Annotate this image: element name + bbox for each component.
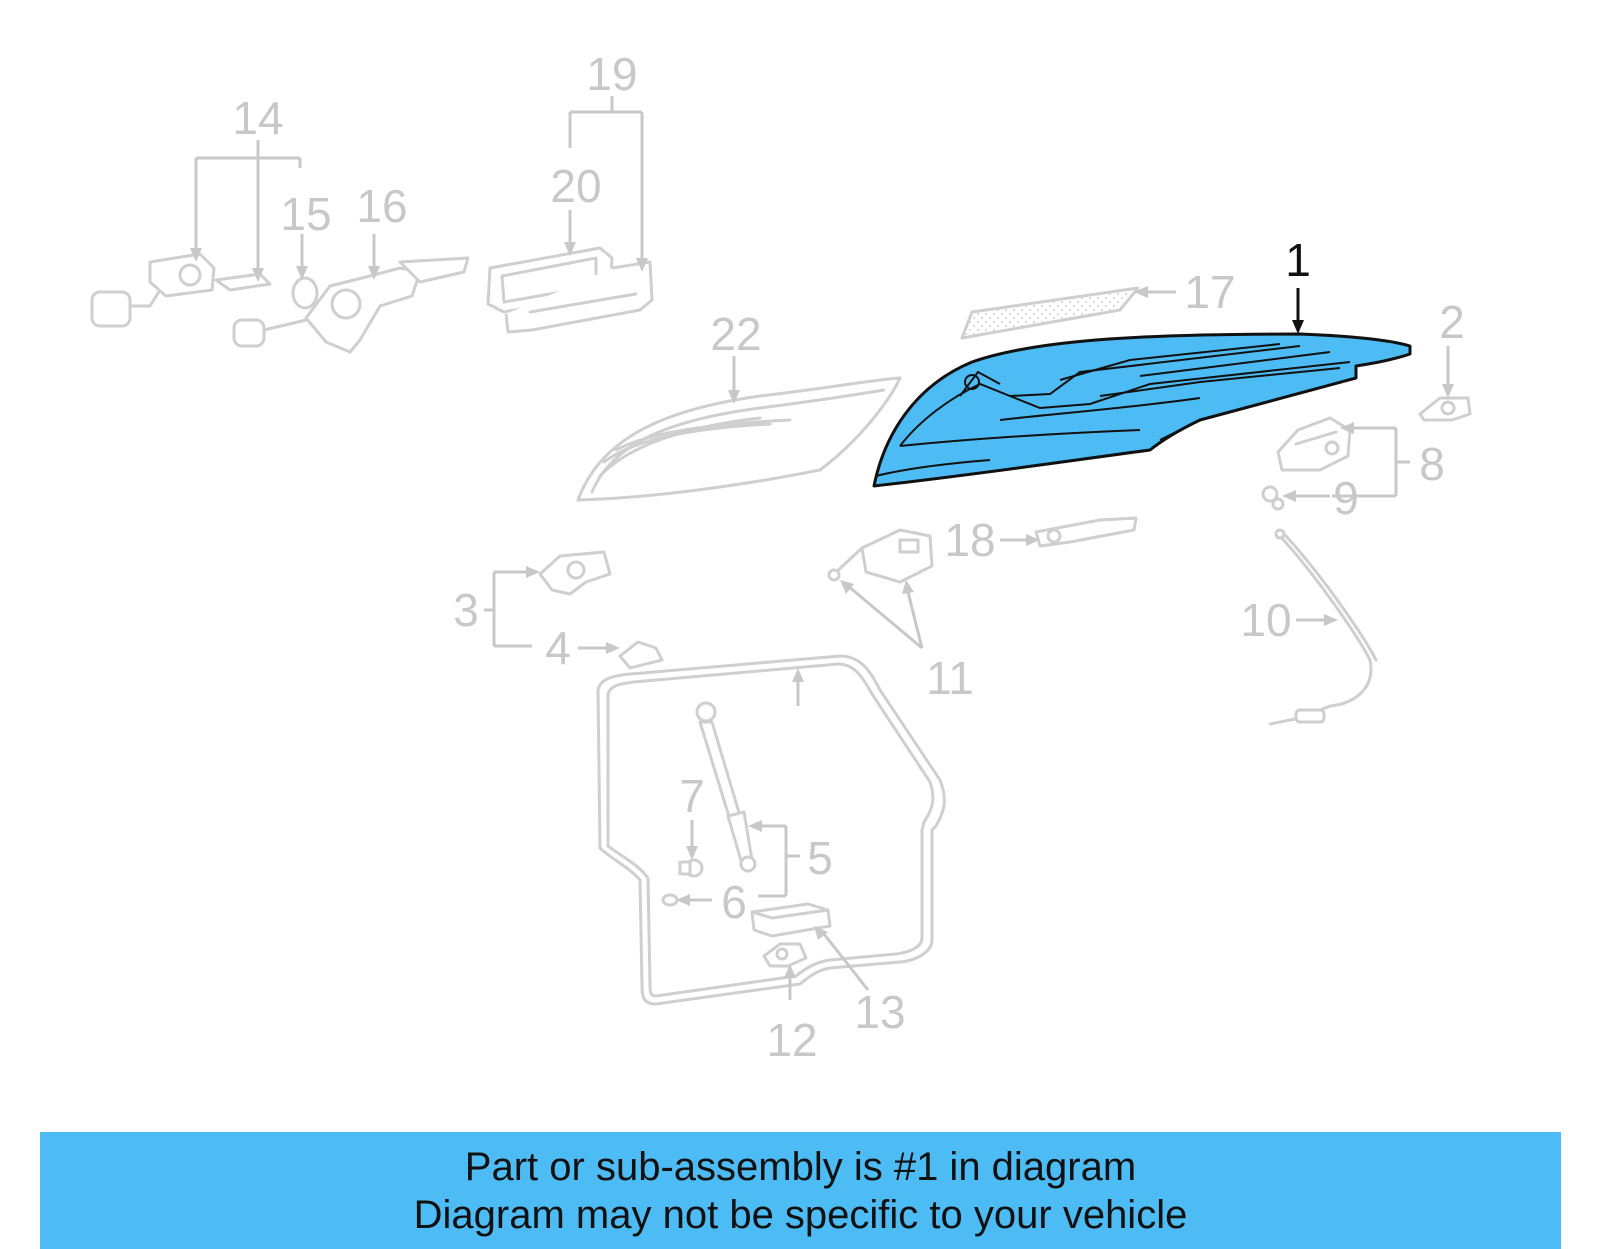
callout-13: 13: [854, 986, 905, 1038]
stop-part-2[interactable]: [1418, 396, 1472, 422]
callout-19: 19: [586, 48, 637, 100]
callout-2: 2: [1439, 296, 1465, 348]
actuator-part-11[interactable]: [827, 528, 934, 584]
callout-8: 8: [1419, 438, 1445, 490]
callout-14: 14: [232, 92, 283, 144]
callout-3: 3: [453, 584, 479, 636]
clip-part-6[interactable]: [661, 893, 679, 907]
callout-4: 4: [545, 622, 571, 674]
callout-7: 7: [679, 770, 705, 822]
hinge-part-3[interactable]: [538, 550, 612, 596]
cable-part-10[interactable]: [1268, 528, 1378, 726]
strut-part-5[interactable]: [695, 701, 757, 873]
callout-16: 16: [356, 180, 407, 232]
latch-housing-part-16[interactable]: [232, 256, 470, 354]
pad-part-17[interactable]: [960, 286, 1140, 340]
gasket-part-14[interactable]: [214, 272, 272, 292]
callout-6: 6: [721, 876, 747, 928]
banner-line-disclaimer: Diagram may not be specific to your vehi…: [413, 1192, 1188, 1237]
leader-lines: [190, 96, 1454, 1000]
glass-part-22[interactable]: [576, 376, 902, 502]
callout-18: 18: [944, 514, 995, 566]
handle-part-19-20[interactable]: [486, 246, 654, 334]
bolt-part-9[interactable]: [1261, 485, 1285, 511]
callout-12: 12: [766, 1014, 817, 1066]
banner-line-part: Part or sub-assembly is #1 in diagram: [464, 1144, 1137, 1189]
bolt-part-7[interactable]: [678, 858, 704, 878]
info-banner: Part or sub-assembly is #1 in diagram Di…: [40, 1132, 1561, 1249]
parts-diagram: 1 2 3 4 5 6 7 8 9 10 11 12 13 14 15 16 1…: [90, 48, 1472, 1066]
callout-20: 20: [550, 160, 601, 212]
switch-part-18[interactable]: [1034, 516, 1138, 548]
latch-part-8[interactable]: [1276, 416, 1352, 472]
callout-1: 1: [1285, 234, 1311, 286]
callout-15: 15: [280, 188, 331, 240]
callout-17: 17: [1184, 266, 1235, 318]
o-ring-part-15[interactable]: [291, 276, 319, 310]
callout-9: 9: [1333, 472, 1359, 524]
lock-cylinder-part[interactable]: [90, 252, 216, 328]
weatherstrip[interactable]: [596, 654, 946, 1006]
striker-base-part-12[interactable]: [762, 942, 808, 968]
callout-10: 10: [1240, 594, 1291, 646]
callout-5: 5: [807, 832, 833, 884]
bracket-part-4[interactable]: [618, 640, 664, 670]
callout-11: 11: [926, 652, 974, 704]
lift-gate-part-1[interactable]: [872, 332, 1412, 488]
callout-22: 22: [710, 308, 761, 360]
striker-part-13[interactable]: [750, 902, 832, 938]
callout-labels: 1 2 3 4 5 6 7 8 9 10 11 12 13 14 15 16 1…: [232, 48, 1464, 1066]
